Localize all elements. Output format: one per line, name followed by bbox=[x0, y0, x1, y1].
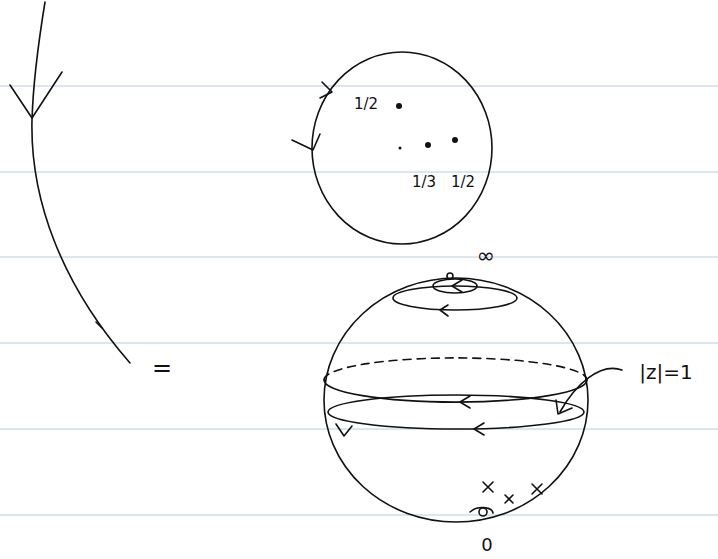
marked-point bbox=[396, 103, 402, 109]
arrow-head bbox=[10, 72, 62, 118]
marked-point bbox=[452, 137, 458, 143]
circle-label: |z|=1 bbox=[639, 362, 692, 382]
arrow-head bbox=[452, 280, 462, 292]
arrow-head bbox=[556, 400, 572, 414]
arrow-head bbox=[320, 82, 332, 98]
marked-point bbox=[399, 147, 402, 150]
tick-mark bbox=[96, 322, 102, 328]
latitude-circle bbox=[324, 380, 587, 402]
latitude-circle bbox=[328, 395, 584, 429]
leader-line bbox=[560, 368, 622, 412]
latitude-circle bbox=[393, 286, 517, 310]
arrow-head bbox=[460, 396, 470, 408]
marked-point bbox=[425, 142, 431, 148]
disk bbox=[312, 52, 492, 244]
point-weight: 1/2 bbox=[354, 97, 378, 112]
pole-point bbox=[447, 273, 453, 279]
point-weight: 1/2 bbox=[451, 175, 475, 190]
point-weight: 1/3 bbox=[412, 175, 436, 190]
arrow-head bbox=[292, 134, 320, 150]
ruled-lines bbox=[0, 86, 718, 515]
latitude-circle bbox=[324, 358, 587, 380]
path-curve bbox=[32, 2, 130, 363]
arrow-head bbox=[440, 305, 448, 316]
arrow-head bbox=[336, 424, 352, 436]
equals-sign: = bbox=[152, 356, 172, 380]
sphere bbox=[324, 278, 588, 522]
cross-mark bbox=[505, 495, 513, 503]
pole-label: 0 bbox=[481, 536, 492, 554]
small-loop bbox=[470, 508, 493, 513]
cross-mark bbox=[483, 482, 493, 492]
pole-point bbox=[479, 508, 487, 516]
cross-mark bbox=[532, 484, 542, 494]
arrow-head bbox=[474, 423, 484, 435]
pole-label: ∞ bbox=[477, 245, 495, 267]
